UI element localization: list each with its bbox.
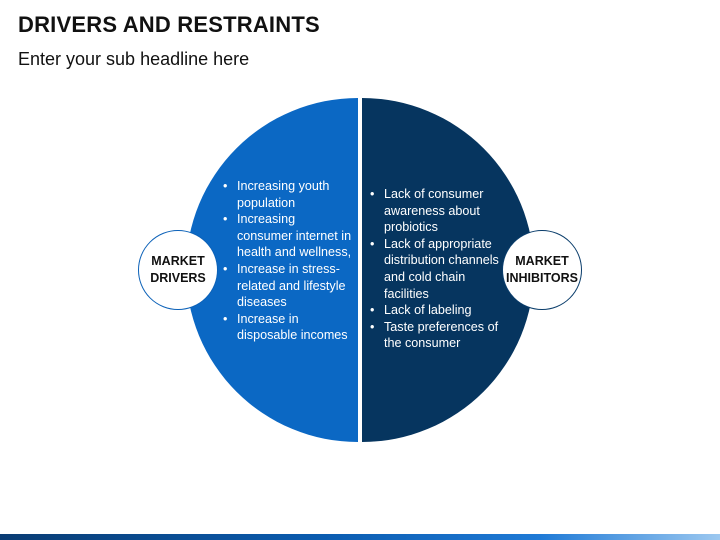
drivers-list-item: Increasing consumer internet in health a… [222,211,352,261]
drivers-list-item: Increasing youth population [222,178,352,211]
slide-subtitle: Enter your sub headline here [18,49,250,69]
inhibitors-list: Lack of consumer awareness about probiot… [369,186,509,352]
market-inhibitors-label-line1: MARKET [515,254,569,268]
inhibitors-list-item: Taste preferences of the consumer [369,319,509,352]
market-inhibitors-label-line2: INHIBITORS [506,271,578,285]
inhibitors-list-item: Lack of consumer awareness about probiot… [369,186,509,236]
drivers-list-item: Increase in disposable incomes [222,311,352,344]
slide-title: DRIVERS AND RESTRAINTS [18,12,320,37]
market-drivers-label-line1: MARKET [151,254,205,268]
footer-accent-bar [0,534,720,540]
inhibitors-list-item: Lack of appropriate distribution channel… [369,236,509,302]
market-drivers-badge: MARKET DRIVERS [138,230,218,310]
inhibitors-list-item: Lack of labeling [369,302,509,319]
drivers-list: Increasing youth population Increasing c… [222,178,352,344]
drivers-list-item: Increase in stress-related and lifestyle… [222,261,352,311]
market-drivers-label-line2: DRIVERS [150,271,206,285]
market-inhibitors-badge: MARKET INHIBITORS [502,230,582,310]
